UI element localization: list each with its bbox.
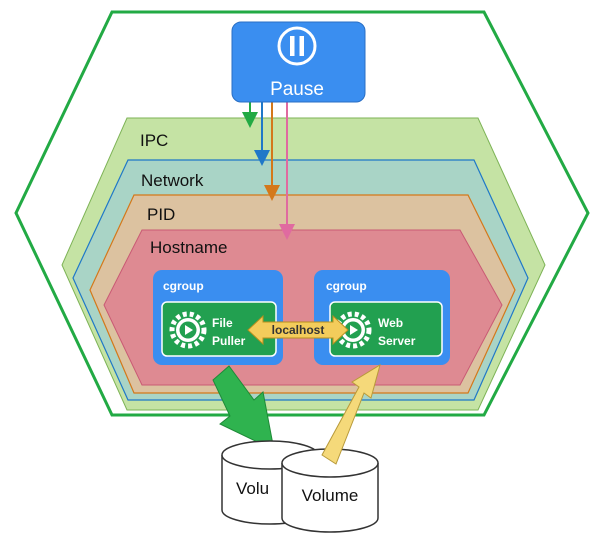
volume-label: Volu [236, 479, 269, 498]
hostname-label: Hostname [150, 238, 227, 257]
cgroup-label: cgroup [163, 279, 204, 293]
container-file-puller: cgroup File Puller [153, 270, 283, 365]
process-label-line1: File [212, 316, 233, 330]
process-label-line2: Server [378, 334, 416, 348]
process-label-line1: Web [378, 316, 403, 330]
gear-play-icon [169, 311, 207, 349]
cgroup-label: cgroup [326, 279, 367, 293]
localhost-label: localhost [272, 323, 325, 337]
pause-box [231, 21, 366, 103]
write-arrow [212, 365, 275, 451]
localhost-link: localhost [247, 314, 349, 346]
pause-icon [277, 26, 317, 66]
container-web-server: cgroup Web Server [314, 270, 450, 365]
double-arrow-icon [247, 314, 349, 346]
process-label-line2: Puller [212, 334, 246, 348]
volume-front: Volume [281, 448, 379, 533]
volume-label: Volume [302, 486, 359, 505]
read-arrow [321, 363, 381, 465]
network-label: Network [141, 171, 204, 190]
ipc-label: IPC [140, 131, 168, 150]
pause-container: Pause [231, 21, 366, 103]
pause-label: Pause [270, 79, 324, 100]
pid-label: PID [147, 205, 175, 224]
